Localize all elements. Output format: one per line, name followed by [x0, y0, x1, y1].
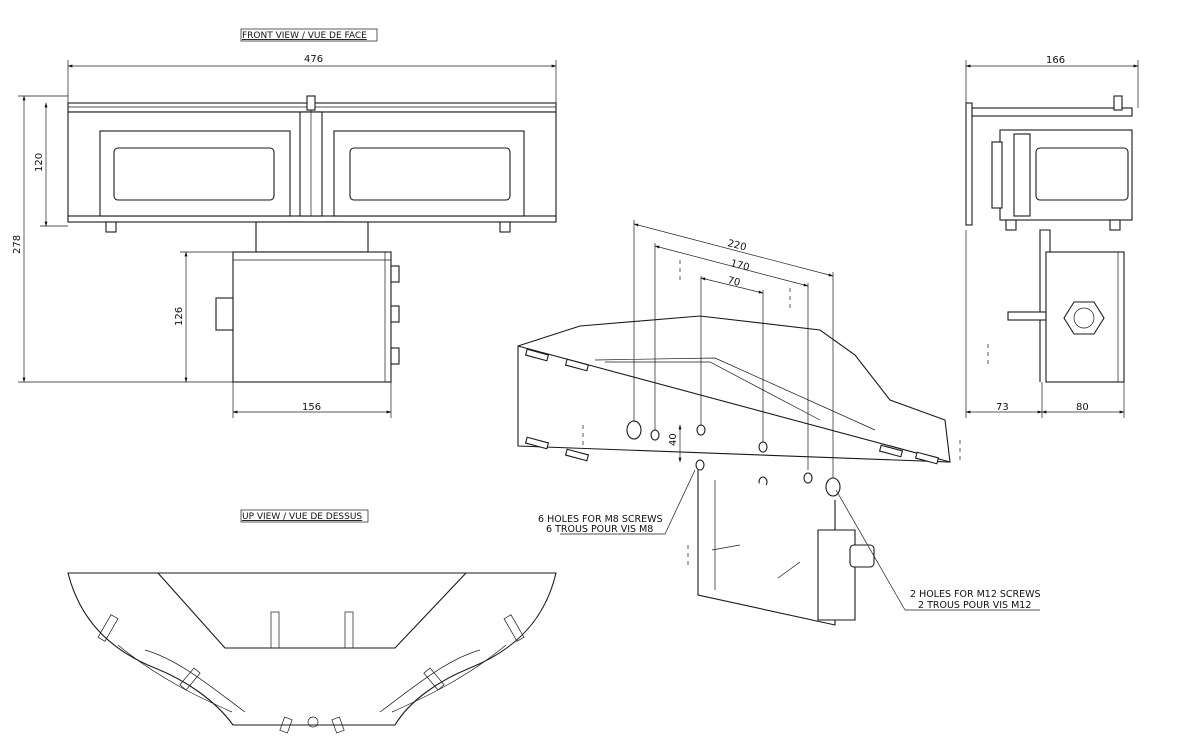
dim-476: 476 [304, 54, 323, 65]
dim-156: 156 [302, 402, 321, 413]
callout-m8-fr: 6 TROUS POUR VIS M8 [546, 524, 653, 535]
callout-m8-en: 6 HOLES FOR M8 SCREWS [538, 514, 663, 525]
up-view-title: UP VIEW / VUE DE DESSUS [242, 512, 362, 522]
dim-278: 278 [12, 235, 23, 254]
up-view-clips [97, 614, 525, 734]
iso-hole-m12-left [626, 420, 642, 440]
dim-166: 166 [1046, 55, 1065, 66]
iso-slots [524, 348, 940, 465]
dim-40: 40 [668, 433, 679, 446]
side-top-plate [971, 107, 1133, 117]
isometric-view: 220 170 70 40 6 HOLES FOR M8 SCREWS 6 TR… [517, 220, 1041, 626]
iso-hanging-box [697, 470, 836, 626]
callout-m12-fr: 2 TROUS POUR VIS M12 [918, 600, 1031, 611]
front-bottom-plate [67, 215, 557, 223]
front-connector [255, 221, 369, 253]
dim-70: 70 [726, 275, 741, 289]
front-left-window [113, 147, 275, 201]
front-side-gland [215, 297, 234, 331]
dim-220: 220 [726, 238, 747, 253]
dim-80: 80 [1076, 402, 1089, 413]
side-window [1035, 147, 1129, 201]
side-shaft [1007, 311, 1047, 321]
front-housing-box [232, 251, 392, 383]
up-view-title-frame [240, 509, 369, 523]
side-top-bolt [1113, 95, 1123, 111]
side-hex-gland [1063, 301, 1105, 335]
dim-73: 73 [996, 402, 1009, 413]
up-view: UP VIEW / VUE DE DESSUS [67, 509, 557, 734]
front-view-title-frame [240, 28, 378, 42]
dim-126: 126 [174, 307, 185, 326]
front-view: FRONT VIEW / VUE DE FACE [12, 28, 557, 418]
dim-120: 120 [34, 153, 45, 172]
front-view-title: FRONT VIEW / VUE DE FACE [242, 31, 367, 41]
callout-m12-en: 2 HOLES FOR M12 SCREWS [910, 589, 1041, 600]
iso-main-plate [517, 315, 951, 463]
iso-gland [849, 544, 875, 568]
up-view-center-hole [307, 716, 319, 728]
side-back-plate [965, 102, 973, 226]
front-right-window [349, 147, 511, 201]
up-view-outline [67, 572, 557, 726]
side-view: 166 73 80 [965, 55, 1139, 418]
dim-170: 170 [729, 258, 750, 273]
front-top-bolt [306, 95, 316, 111]
